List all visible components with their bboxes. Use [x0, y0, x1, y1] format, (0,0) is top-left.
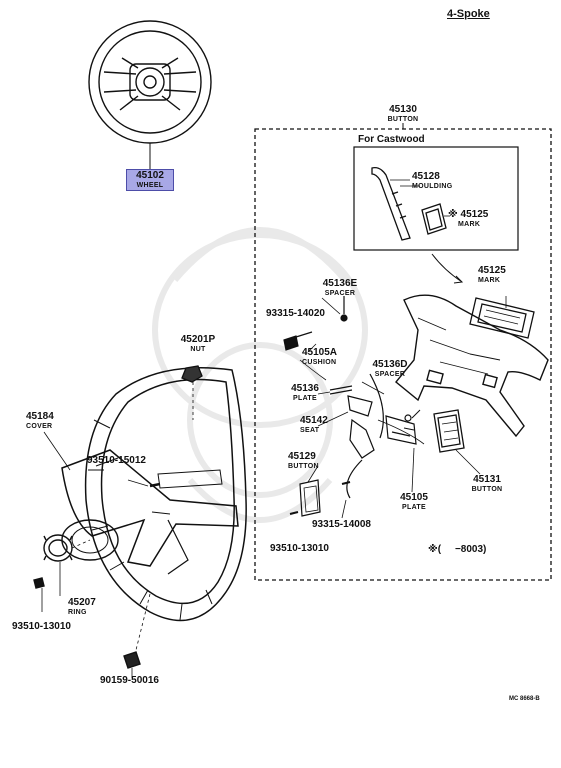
- nut-45201p: [181, 365, 203, 383]
- part-number: 45136: [291, 383, 319, 394]
- asterisk-icon: ※: [448, 209, 458, 220]
- button-group-part-no: 45130: [389, 104, 417, 115]
- button-group-part-name: BUTTON: [387, 116, 419, 123]
- diagram-title: 4-Spoke: [447, 8, 490, 20]
- part-number: 45184: [26, 411, 54, 422]
- part-label-45125-castwood[interactable]: ※ 45125 MARK: [448, 209, 489, 229]
- part-label-45129[interactable]: 45129 BUTTON: [288, 451, 319, 471]
- part-number: 45102: [136, 170, 164, 181]
- steering-wheel: [61, 367, 247, 622]
- image-code: MC 8668-B: [509, 696, 540, 702]
- mark-small: [421, 203, 447, 235]
- part-name: SPACER: [374, 371, 406, 378]
- part-name: COVER: [26, 423, 53, 430]
- part-name: MARK: [478, 277, 501, 284]
- part-label-45128[interactable]: 45128 MOULDING: [412, 171, 453, 191]
- part-label-45201p[interactable]: 45201P NUT: [176, 334, 220, 354]
- part-label-45105a[interactable]: 45105A CUSHION: [302, 347, 338, 367]
- part-name: NUT: [190, 346, 206, 353]
- part-number: 45142: [300, 415, 328, 426]
- part-label-45207[interactable]: 45207 RING: [68, 597, 96, 617]
- wheel-thumbnail: [88, 20, 212, 144]
- part-label-45184[interactable]: 45184 COVER: [26, 411, 54, 431]
- part-number: 45201P: [180, 334, 216, 345]
- part-label-45102[interactable]: 45102 WHEEL: [126, 169, 174, 191]
- part-label-45105[interactable]: 45105 PLATE: [396, 492, 432, 512]
- part-label-93510-13010-left[interactable]: 93510-13010: [12, 621, 71, 632]
- button-45131: [433, 409, 465, 453]
- part-name: PLATE: [402, 504, 426, 511]
- part-name: BUTTON: [288, 463, 319, 470]
- part-label-45131[interactable]: 45131 BUTTON: [466, 474, 508, 494]
- part-number: 45131: [473, 474, 501, 485]
- part-name: SPACER: [324, 290, 356, 297]
- part-name: BUTTON: [471, 486, 503, 493]
- part-label-93315-14008[interactable]: 93315-14008: [312, 519, 371, 530]
- asterisk-icon: ※: [428, 544, 438, 555]
- footnote-range: ( −8003): [437, 544, 487, 555]
- horn-ring: [43, 534, 73, 562]
- part-label-90159-50016[interactable]: 90159-50016: [100, 675, 159, 686]
- part-name: CUSHION: [302, 359, 337, 366]
- part-label-93510-13010-inner[interactable]: 93510-13010: [270, 543, 329, 554]
- part-number: 45105: [400, 492, 428, 503]
- button-hardware: [283, 296, 421, 517]
- part-label-45136d[interactable]: 45136D SPACER: [368, 359, 412, 379]
- part-name: PLATE: [293, 395, 317, 402]
- part-number: 45105A: [302, 347, 338, 358]
- part-name: SEAT: [300, 427, 320, 434]
- part-number: 45207: [68, 597, 96, 608]
- part-number: 45136E: [322, 278, 358, 289]
- mark-large: [469, 297, 535, 339]
- part-name: MARK: [458, 221, 481, 228]
- screw-93510-15012: [149, 482, 161, 488]
- part-number: 45128: [412, 171, 440, 182]
- part-number: 45129: [288, 451, 316, 462]
- part-label-45136e[interactable]: 45136E SPACER: [318, 278, 362, 298]
- screw-93510-13010-left: [33, 577, 45, 612]
- leader-lines: [43, 185, 507, 596]
- part-label-45136[interactable]: 45136 PLATE: [288, 383, 322, 403]
- part-label-93315-14020[interactable]: 93315-14020: [266, 308, 325, 319]
- castwood-box: [353, 146, 519, 251]
- moulding-part: [371, 167, 411, 241]
- part-label-93510-15012[interactable]: 93510-15012: [87, 455, 146, 466]
- castwood-title: For Castwood: [358, 134, 425, 145]
- part-label-45125[interactable]: 45125 MARK: [478, 265, 506, 285]
- part-name: WHEEL: [136, 182, 164, 189]
- part-number: 45125: [460, 209, 489, 220]
- footnote: ※( −8003): [428, 545, 486, 555]
- button-plate: [395, 294, 549, 438]
- part-label-45142[interactable]: 45142 SEAT: [300, 415, 328, 435]
- part-name: MOULDING: [412, 183, 453, 190]
- bolt-90159-50016: [123, 651, 141, 678]
- part-number: 45125: [478, 265, 506, 276]
- part-name: RING: [68, 609, 87, 616]
- part-number: 45136D: [372, 359, 408, 370]
